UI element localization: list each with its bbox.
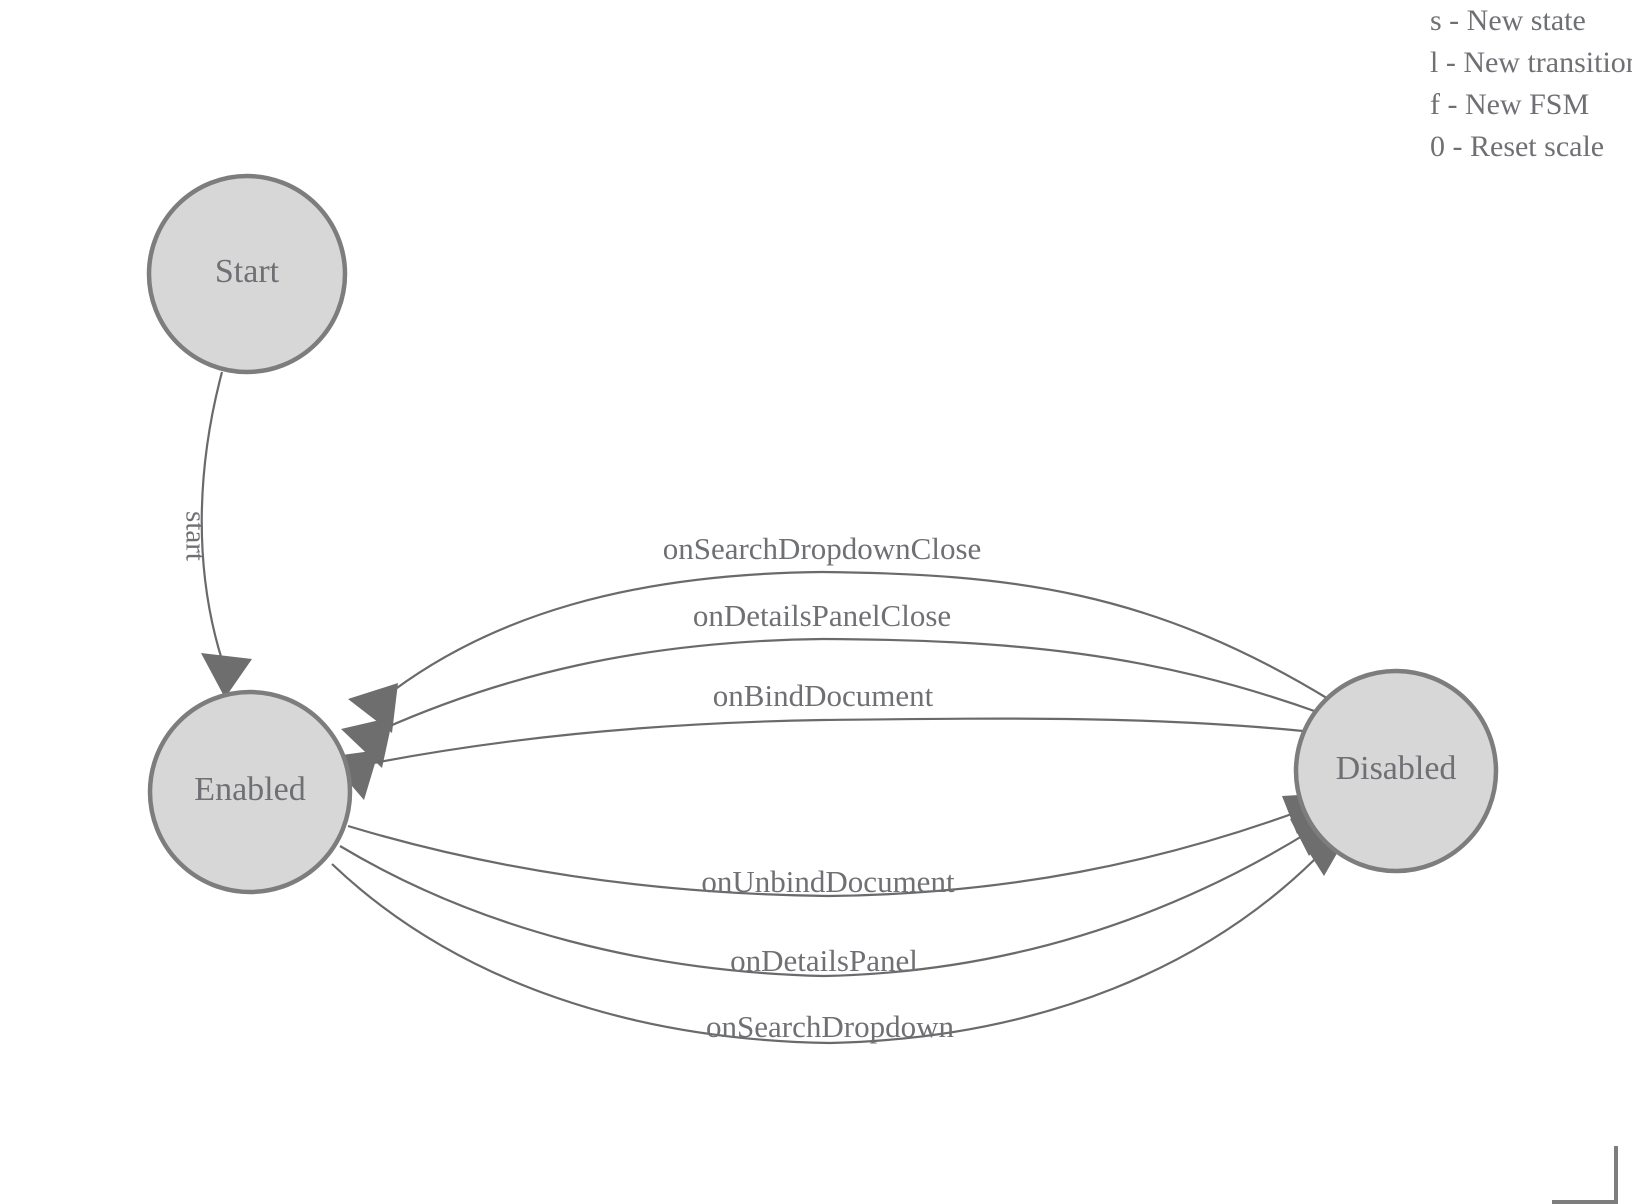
transition-label-start: start	[179, 511, 211, 561]
state-circle-disabled[interactable]	[1293, 668, 1499, 874]
state-node-enabled[interactable]: Enabled	[147, 689, 353, 895]
transition-label-on-details-panel-close: onDetailsPanelClose	[693, 598, 951, 633]
help-line-new-transition: l - New transition	[1430, 46, 1632, 79]
transition-on-search-dropdown-close-path[interactable]	[380, 570, 1331, 701]
transition-on-search-dropdown-path[interactable]	[331, 847, 1327, 1045]
transition-label-on-bind-document: onBindDocument	[713, 678, 934, 713]
transition-on-bind-document[interactable]	[327, 717, 1304, 800]
state-circle-start[interactable]	[146, 173, 348, 375]
state-node-start[interactable]: Start	[146, 173, 348, 375]
transition-on-details-panel-close-path[interactable]	[373, 637, 1321, 735]
help-line-reset-scale: 0 - Reset scale	[1430, 130, 1605, 163]
transition-label-on-search-dropdown: onSearchDropdown	[706, 1009, 954, 1044]
state-label-enabled: Enabled	[194, 771, 305, 808]
state-label-start: Start	[215, 253, 280, 290]
help-line-new-state: s - New state	[1430, 4, 1586, 37]
transition-on-details-panel-close-arrowhead	[341, 717, 393, 768]
transition-on-unbind-document-path[interactable]	[347, 809, 1301, 898]
transition-start[interactable]	[200, 371, 252, 698]
transition-label-on-unbind-document: onUnbindDocument	[701, 864, 955, 899]
transition-on-details-panel-path[interactable]	[339, 829, 1313, 978]
state-label-disabled: Disabled	[1336, 750, 1457, 787]
transition-label-on-details-panel: onDetailsPanel	[730, 943, 918, 978]
state-circle-enabled[interactable]	[147, 689, 353, 895]
transition-on-bind-document-path[interactable]	[357, 717, 1304, 768]
transition-start-path[interactable]	[200, 371, 224, 661]
panel-corner-marker	[1552, 1146, 1632, 1204]
help-line-new-fsm: f - New FSM	[1430, 88, 1590, 121]
panel-corner-horizontal-rule	[1552, 1200, 1618, 1204]
state-node-disabled[interactable]: Disabled	[1293, 668, 1499, 874]
panel-corner-vertical-rule	[1614, 1146, 1618, 1204]
transition-on-details-panel-close[interactable]	[341, 637, 1321, 768]
transition-start-arrowhead	[201, 653, 252, 698]
transition-label-on-search-dropdown-close: onSearchDropdownClose	[663, 531, 982, 566]
keyboard-shortcuts-help: s - New state l - New transition f - New…	[1430, 0, 1632, 168]
